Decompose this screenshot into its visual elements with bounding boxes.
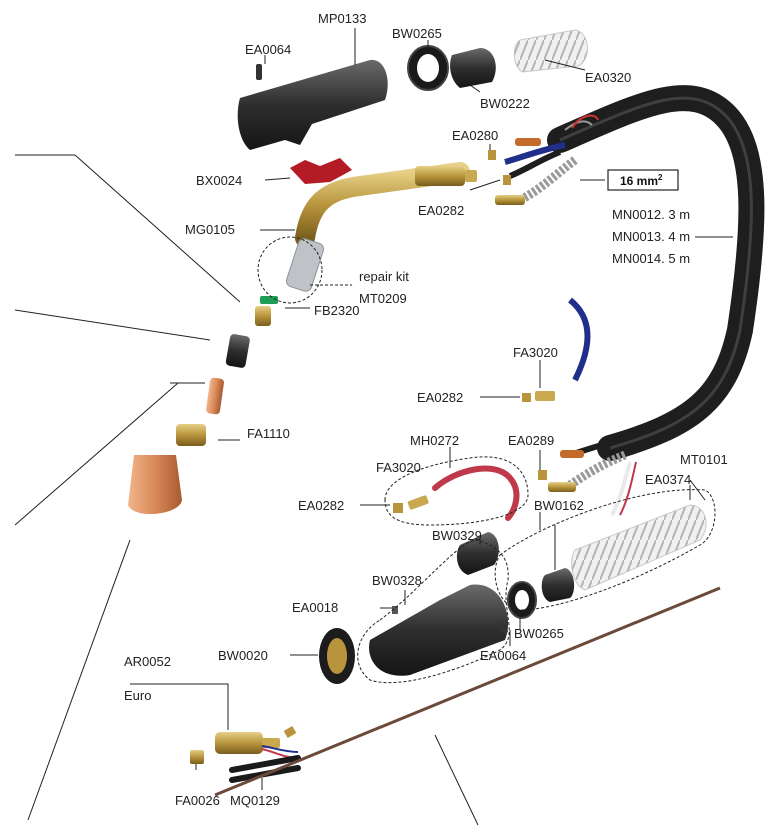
label-mn0014: MN0014. 5 m bbox=[612, 251, 690, 266]
label-bw0162: BW0162 bbox=[534, 498, 584, 513]
body-bw0328 bbox=[369, 584, 509, 676]
label-ea0018: EA0018 bbox=[292, 600, 338, 615]
label-bw0265-top: BW0265 bbox=[392, 26, 442, 41]
label-ea0374: EA0374 bbox=[645, 472, 691, 487]
screw-ea0064-bottom bbox=[498, 622, 508, 634]
bw0328-group-outline bbox=[357, 539, 510, 684]
label-mn0013: MN0013. 4 m bbox=[612, 229, 690, 244]
label-repair-kit: repair kit bbox=[359, 269, 409, 284]
label-mq0129: MQ0129 bbox=[230, 793, 280, 808]
fitting-fa3020-left bbox=[407, 495, 429, 510]
label-mt0101: MT0101 bbox=[680, 452, 728, 467]
ring-fa1110 bbox=[176, 424, 206, 446]
spring-ea0374 bbox=[571, 504, 707, 591]
gooseneck-mg0105 bbox=[295, 162, 470, 248]
nut-fa0026 bbox=[190, 750, 204, 764]
fitting-ea0280 bbox=[488, 150, 496, 160]
repair-kit-outline bbox=[257, 236, 323, 304]
cross-section-box bbox=[607, 169, 679, 191]
handle-shell bbox=[237, 59, 388, 151]
label-bw0265-bottom: BW0265 bbox=[514, 626, 564, 641]
fitting-ea0282-left bbox=[393, 503, 403, 513]
screw-ea0064-top bbox=[256, 64, 262, 80]
label-ea0282-left: EA0282 bbox=[298, 498, 344, 513]
screw-ea0018 bbox=[392, 606, 398, 614]
mt0101-group-outline bbox=[494, 489, 716, 611]
label-mh0272: MH0272 bbox=[410, 433, 459, 448]
label-bx0024: BX0024 bbox=[196, 173, 242, 188]
fitting-ea0289 bbox=[538, 470, 547, 480]
fitting-ea0282-top bbox=[503, 175, 511, 185]
sleeve-bw0222 bbox=[450, 48, 496, 88]
label-euro: Euro bbox=[124, 688, 151, 703]
clip-bx0024 bbox=[290, 158, 352, 184]
fitting-fa3020-right bbox=[535, 391, 555, 401]
label-ea0289: EA0289 bbox=[508, 433, 554, 448]
fitting-ea0282-mid bbox=[522, 393, 531, 402]
liner-mh0272 bbox=[432, 465, 520, 521]
label-bw0329: BW0329 bbox=[432, 528, 482, 543]
main-cable bbox=[547, 85, 765, 461]
label-mn0012: MN0012. 3 m bbox=[612, 207, 690, 222]
spring-ea0320 bbox=[513, 29, 588, 73]
part-labels: MP0133 BW0265 EA0064 EA0320 BW0222 EA028… bbox=[124, 11, 728, 808]
label-fb2320: FB2320 bbox=[314, 303, 360, 318]
label-ea0064-bottom: EA0064 bbox=[480, 648, 526, 663]
diffuser-brass bbox=[255, 306, 271, 326]
label-fa3020-left: FA3020 bbox=[376, 460, 421, 475]
insulator bbox=[285, 238, 325, 292]
label-ea0320: EA0320 bbox=[585, 70, 631, 85]
label-fa1110: FA1110 bbox=[247, 426, 290, 441]
label-ea0064-top: EA0064 bbox=[245, 42, 291, 57]
label-ea0280: EA0280 bbox=[452, 128, 498, 143]
label-bw0328: BW0328 bbox=[372, 573, 422, 588]
upper-wire-bundle bbox=[495, 114, 599, 205]
label-bw0020: BW0020 bbox=[218, 648, 268, 663]
label-mp0133: MP0133 bbox=[318, 11, 366, 26]
leader-lines bbox=[14, 28, 733, 826]
tube-mq0129-a bbox=[229, 755, 301, 773]
contact-tip bbox=[206, 377, 224, 415]
euro-connector-ar0052 bbox=[215, 726, 299, 759]
label-ea0282-mid: EA0282 bbox=[417, 390, 463, 405]
mh0272-group-outline bbox=[384, 456, 529, 526]
label-mt0209: MT0209 bbox=[359, 291, 407, 306]
diffuser-black bbox=[225, 334, 250, 368]
label-mg0105: MG0105 bbox=[185, 222, 235, 237]
label-fa3020-right: FA3020 bbox=[513, 345, 558, 360]
cross-section-label: 16 mm2 bbox=[620, 173, 663, 188]
label-ar0052: AR0052 bbox=[124, 654, 171, 669]
label-ea0282-top: EA0282 bbox=[418, 203, 464, 218]
label-fa0026: FA0026 bbox=[175, 793, 220, 808]
nozzle bbox=[128, 455, 182, 515]
liner-rod bbox=[214, 586, 721, 797]
ring-fb2320 bbox=[260, 296, 278, 304]
lower-wire-bundle bbox=[548, 297, 637, 516]
label-bw0222: BW0222 bbox=[480, 96, 530, 111]
sleeve-bw0162 bbox=[541, 568, 575, 602]
